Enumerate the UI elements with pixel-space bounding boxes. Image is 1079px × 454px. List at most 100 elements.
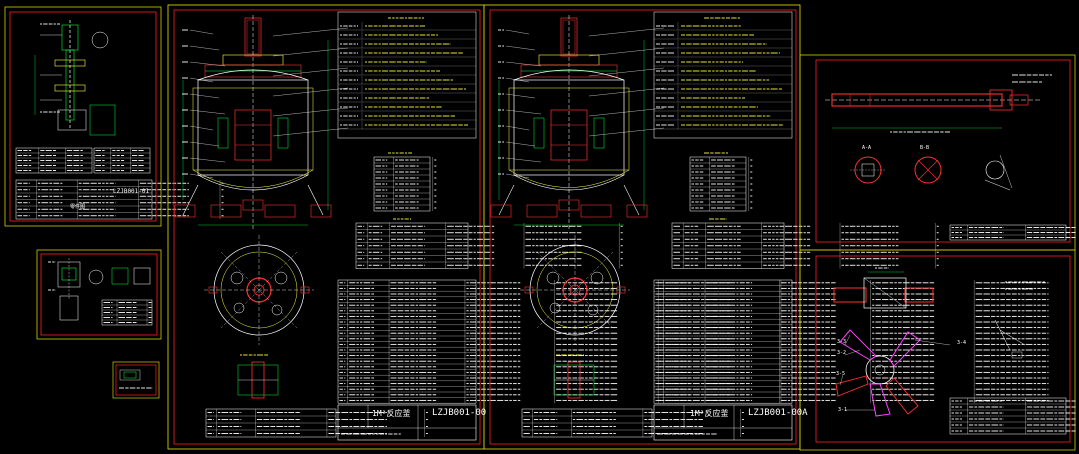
line-4912 — [917, 159, 939, 181]
rect-8 — [57, 109, 87, 131]
line-446 — [189, 61, 226, 67]
title-block-right-top — [949, 224, 1076, 241]
rect-23 — [15, 147, 93, 174]
circle-481 — [233, 302, 245, 314]
circle-478 — [230, 271, 244, 285]
rect-355 — [59, 295, 79, 321]
sheet-main-1-border — [173, 9, 481, 445]
line-2664 — [505, 29, 530, 35]
rect-9 — [89, 104, 116, 136]
rect-4879 — [989, 89, 1013, 111]
line-2709 — [588, 127, 665, 137]
sheet-tiny-border — [115, 364, 157, 396]
support-leg-right — [310, 204, 332, 218]
top-head — [197, 69, 309, 81]
rect-4880 — [1009, 94, 1029, 106]
revision-table — [521, 408, 744, 438]
line-2676 — [505, 77, 530, 83]
line-470 — [272, 27, 349, 37]
line-2688 — [505, 125, 530, 131]
rect-432 — [277, 117, 289, 149]
line-2696 — [505, 157, 542, 163]
title-block — [653, 404, 793, 441]
line-2718 — [536, 251, 614, 329]
rect-2 — [54, 59, 86, 67]
agitator-frame — [234, 109, 272, 161]
line-2657 — [498, 184, 515, 216]
line-2706 — [588, 67, 665, 77]
sheet-right-top-frame — [799, 54, 1076, 251]
rect-486 — [208, 286, 218, 294]
rect-487 — [300, 286, 310, 294]
line-449 — [189, 77, 214, 83]
rect-2656 — [593, 117, 605, 149]
sheet-small-mid-frame — [36, 249, 162, 340]
tech-data-table — [689, 156, 753, 212]
rect-353 — [111, 267, 129, 285]
rect-435 — [210, 204, 242, 218]
line-2692 — [505, 141, 536, 147]
line-2704 — [588, 27, 665, 37]
line-2680 — [505, 93, 536, 99]
line-443 — [189, 45, 220, 51]
tech-data-table — [373, 156, 437, 212]
line-473 — [272, 87, 349, 97]
rect-3012 — [689, 156, 747, 212]
sheet-small-top-left — [4, 6, 224, 227]
circle-2713 — [590, 271, 604, 285]
line-433 — [182, 184, 199, 216]
table-left-2 — [93, 147, 151, 174]
line-2672 — [505, 61, 542, 67]
line-2708 — [588, 107, 665, 117]
line-471 — [272, 47, 349, 57]
line-452 — [189, 93, 220, 99]
line-474 — [272, 107, 349, 117]
rect-2659 — [526, 204, 558, 218]
table-left-1 — [15, 147, 93, 174]
sheet-tiny-frame — [112, 361, 160, 399]
circle-480 — [271, 304, 283, 316]
line-2700 — [505, 173, 530, 179]
line-485 — [220, 251, 298, 329]
sheet-right-top-border — [815, 59, 1071, 243]
support-leg-left — [174, 204, 196, 218]
nozzle-table — [355, 222, 623, 269]
agitator-frame — [550, 109, 588, 161]
circle-2712 — [546, 271, 560, 285]
rect-417 — [123, 371, 137, 379]
bottom-outlet — [558, 199, 580, 211]
sheet-main-2-border — [489, 9, 797, 445]
jacket — [192, 87, 314, 171]
line-458 — [189, 125, 214, 131]
line-464 — [189, 157, 226, 163]
rect-416 — [119, 369, 141, 381]
rect-2721 — [616, 286, 626, 294]
circle-352 — [88, 269, 104, 285]
circle-2714 — [587, 304, 599, 316]
line-440 — [189, 29, 214, 35]
sheet-small-mid-border — [40, 253, 158, 336]
line-2707 — [588, 87, 665, 97]
bottom-head — [513, 174, 625, 191]
sheet-small-top-left-border — [9, 11, 157, 222]
section-b-b-view — [914, 156, 942, 184]
line-4914 — [984, 179, 1011, 191]
rect-354 — [133, 267, 151, 285]
sheet-tiny — [112, 361, 160, 399]
rect-2660 — [580, 204, 612, 218]
sheet-main-1-frame — [167, 4, 485, 450]
rect-431 — [217, 117, 229, 149]
circle-4 — [91, 31, 109, 49]
bottom-outlet — [242, 199, 264, 211]
jacket — [508, 87, 630, 171]
line-2684 — [505, 109, 542, 115]
title-block-small — [15, 179, 224, 220]
line-461 — [189, 141, 220, 147]
support-leg-right — [626, 204, 648, 218]
rect-792 — [373, 156, 431, 212]
revision-table — [205, 408, 428, 438]
line-4915 — [999, 154, 1013, 189]
circle-479 — [274, 271, 288, 285]
sheet-main-2 — [483, 4, 1049, 450]
